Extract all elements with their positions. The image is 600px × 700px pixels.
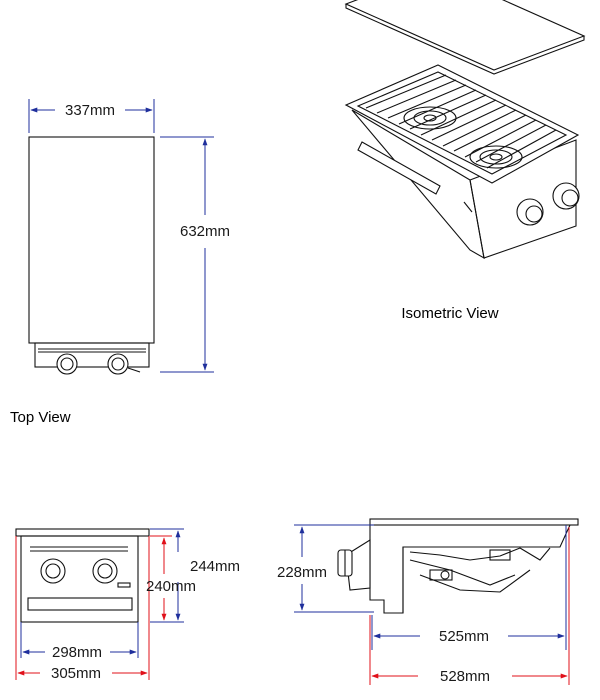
front-view: 298mm 305mm 244mm 240mm — [15, 528, 240, 682]
knob-icon — [516, 198, 544, 226]
front-lid — [15, 528, 150, 537]
side-length-outer-dimension: 528mm — [369, 527, 570, 685]
knob-icon — [107, 353, 129, 375]
knob-icon — [92, 558, 118, 584]
front-height-inner-dimension: 240mm — [146, 535, 196, 621]
front-height-outer-label: 244mm — [190, 558, 240, 575]
side-body — [369, 524, 571, 614]
side-lid — [369, 518, 579, 526]
top-view: 337mm 632mm Top View — [10, 99, 230, 426]
iso-gas-pipe — [357, 141, 441, 195]
front-width-inner-label: 298mm — [52, 644, 102, 661]
front-height-outer-dimension: 244mm — [150, 528, 240, 623]
iso-lid — [344, 0, 586, 71]
top-depth-dimension: 632mm — [160, 136, 230, 373]
side-height-dimension: 228mm — [277, 524, 374, 613]
top-view-label: Top View — [10, 409, 71, 426]
isometric-view-label: Isometric View — [401, 305, 498, 322]
top-width-label: 337mm — [65, 102, 115, 119]
top-view-control-panel — [34, 342, 150, 375]
side-gas-plumbing — [409, 547, 551, 593]
top-width-dimension: 337mm — [28, 99, 155, 133]
top-view-body — [28, 136, 155, 344]
front-body — [20, 535, 139, 623]
side-view: 228mm 525mm 528mm — [277, 518, 579, 685]
iso-burner-rings — [403, 106, 523, 169]
side-length-outer-label: 528mm — [440, 668, 490, 685]
front-width-outer-dimension: 305mm — [15, 536, 150, 682]
front-width-inner-dimension: 298mm — [20, 622, 139, 661]
iso-knobs — [516, 182, 580, 226]
top-depth-label: 632mm — [180, 223, 230, 240]
isometric-view: Isometric View — [344, 0, 586, 322]
knob-icon — [552, 182, 580, 210]
side-length-inner-label: 525mm — [439, 628, 489, 645]
front-height-inner-label: 240mm — [146, 578, 196, 595]
iso-grates — [365, 74, 557, 169]
side-height-label: 228mm — [277, 564, 327, 581]
front-width-outer-label: 305mm — [51, 665, 101, 682]
knob-icon — [56, 353, 78, 375]
side-length-inner-dimension: 525mm — [371, 525, 567, 650]
iso-grill-top — [344, 64, 580, 184]
knob-icon — [40, 558, 66, 584]
